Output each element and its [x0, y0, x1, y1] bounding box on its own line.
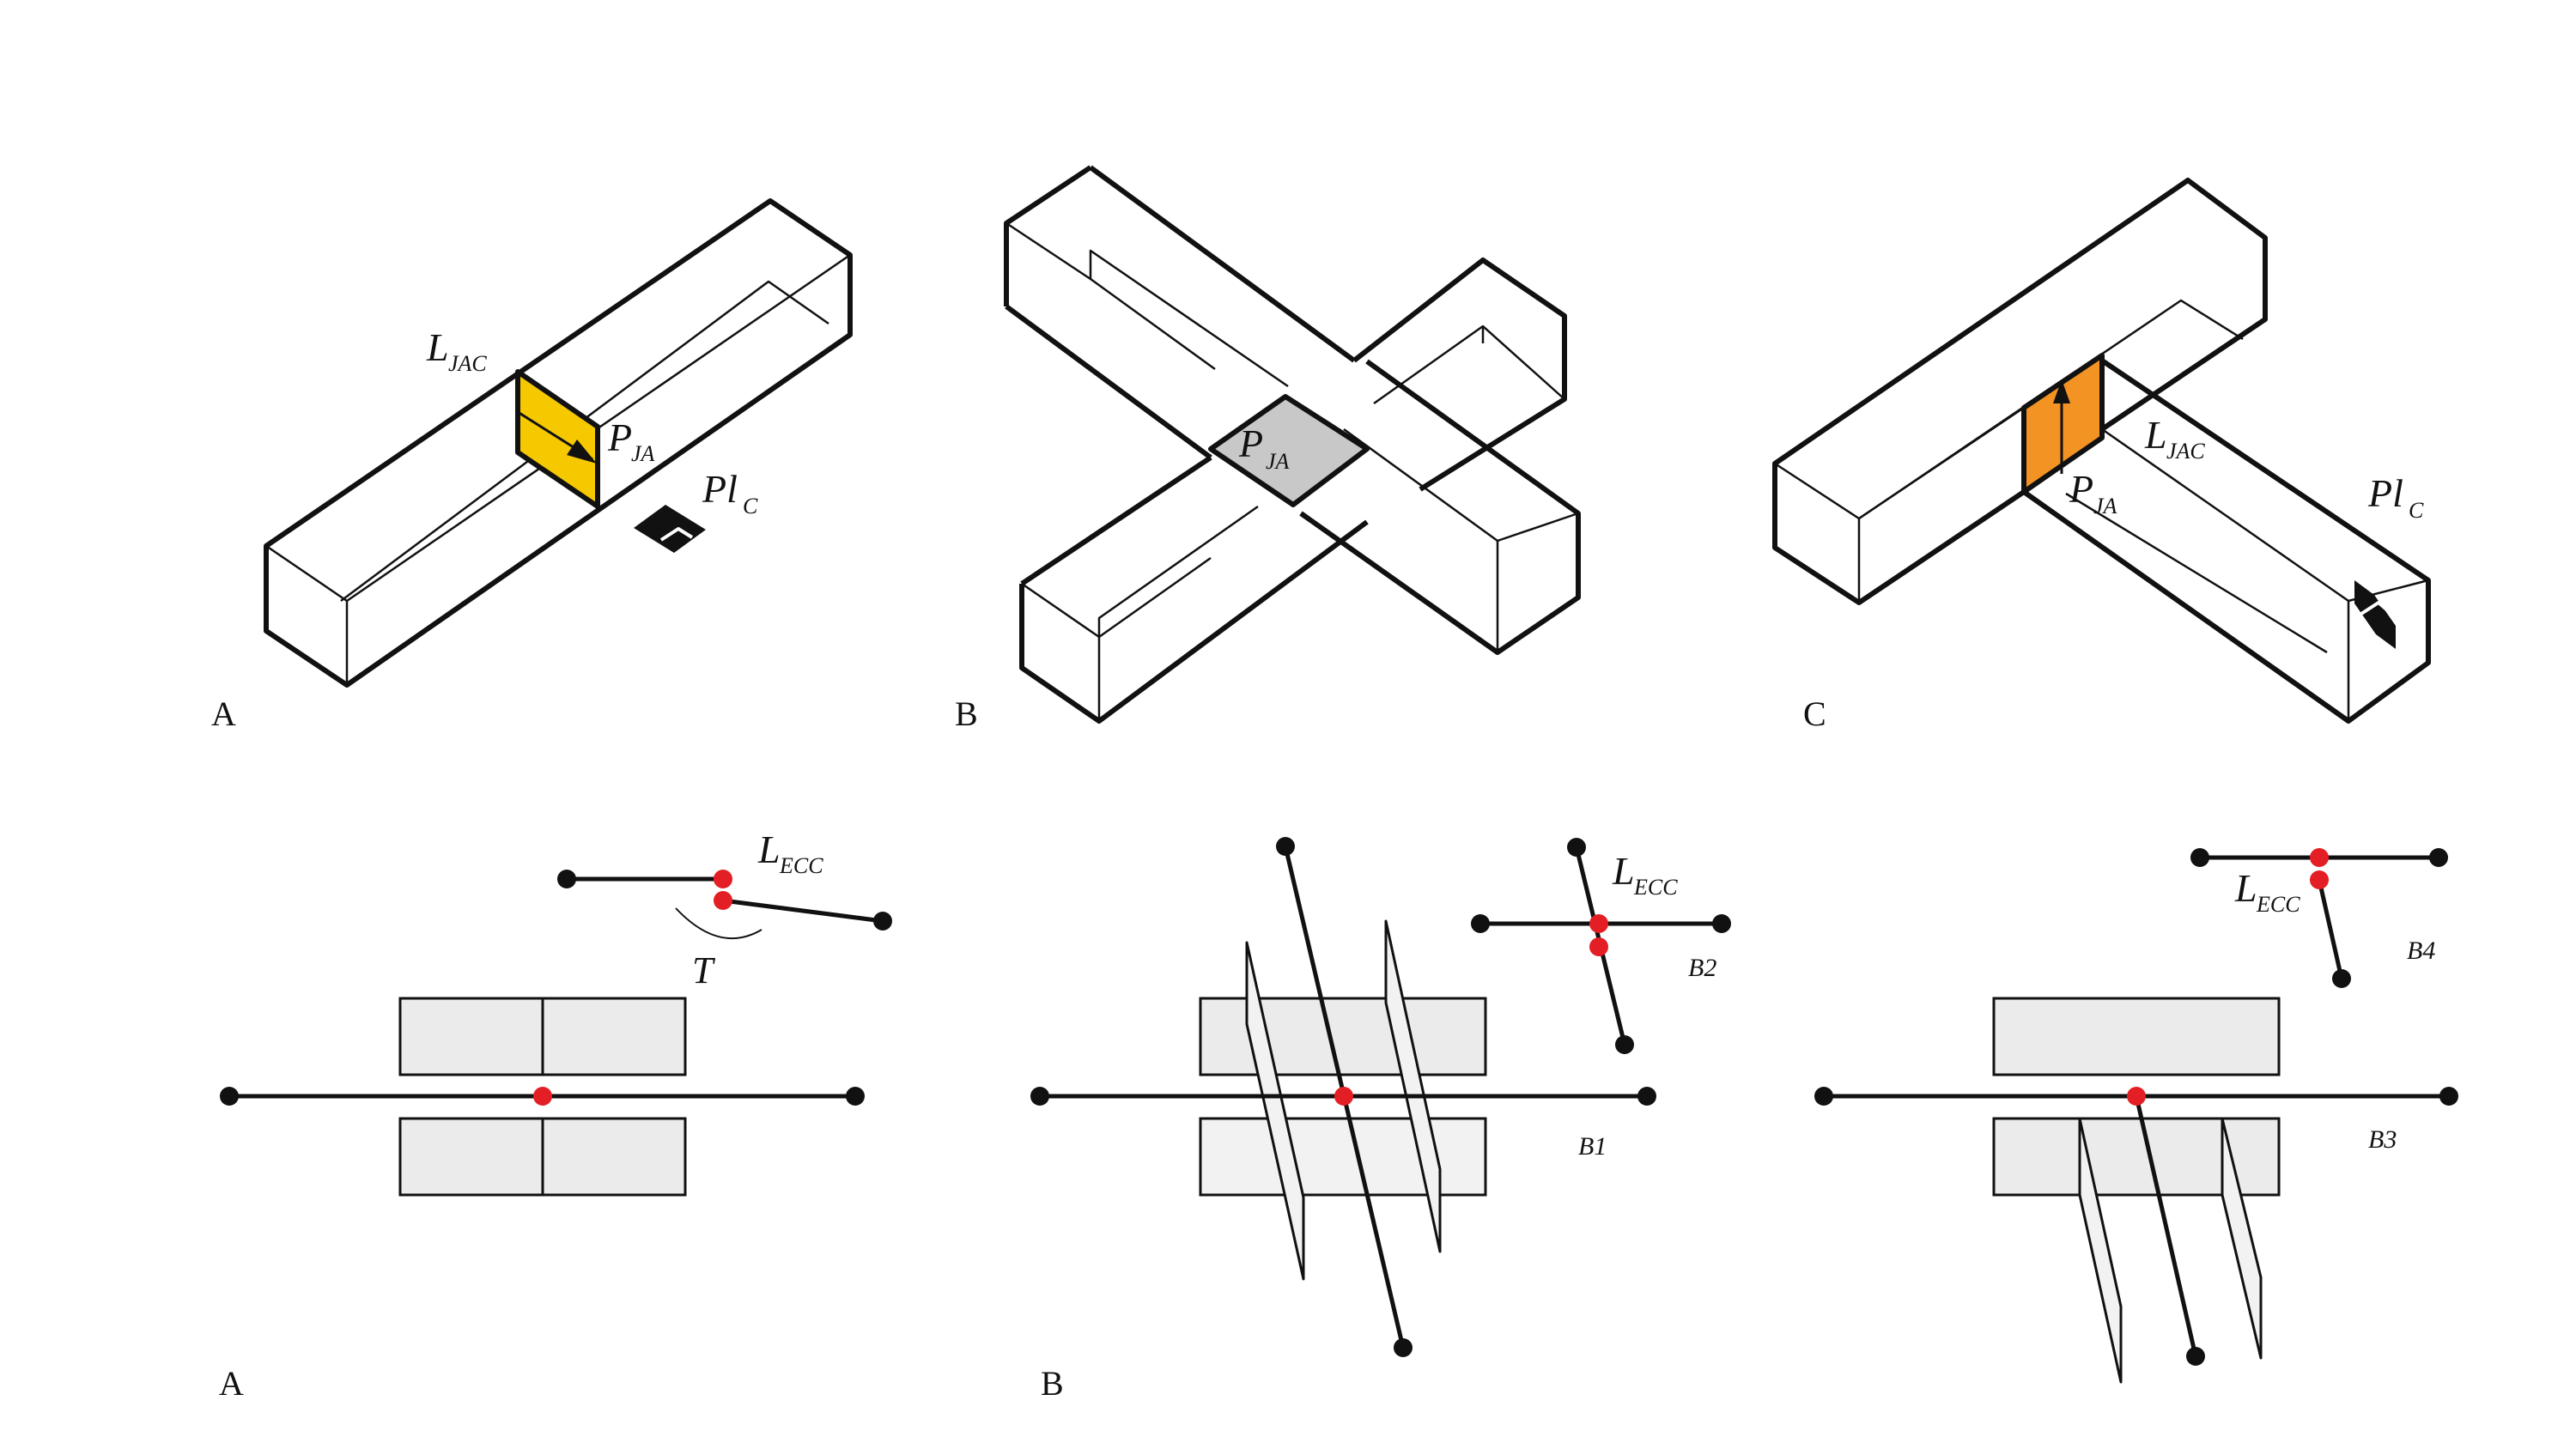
plane-icon-c — [2354, 580, 2396, 649]
axis-end-a-left — [220, 1087, 239, 1106]
label-l-ecc-a-sub: ECC — [779, 853, 823, 878]
ecc-diagonal-c-end — [2186, 1347, 2205, 1366]
b4-point-2 — [2310, 870, 2329, 889]
joint-point-a — [533, 1087, 552, 1106]
b4-end-right — [2429, 848, 2448, 867]
b4-point-1 — [2310, 848, 2329, 867]
joint-face-a — [515, 369, 600, 509]
joint-point-b — [1334, 1087, 1353, 1106]
beam-a-inner-lines — [265, 253, 851, 685]
top-panel-b-letter: B — [955, 694, 978, 733]
label-l-ecc-c: L — [2234, 866, 2257, 910]
b2-end-top — [1567, 838, 1586, 857]
top-panel-a-letter: A — [211, 694, 236, 733]
top-panel-c-letter: C — [1803, 694, 1826, 733]
ecc-point-a-2 — [714, 891, 732, 910]
label-pl-c-c-sub: C — [2409, 498, 2424, 523]
label-l-jac-a-sub: JAC — [448, 351, 487, 376]
ecc-diagonal-end-top — [1276, 837, 1295, 856]
b2-end-left — [1471, 914, 1490, 933]
axis-end-c-left — [1814, 1087, 1833, 1106]
ecc-point-a-1 — [714, 870, 732, 888]
label-p-ja-c-sub: JA — [2093, 494, 2117, 518]
beam-c-main-outline — [1772, 178, 2268, 605]
label-l-jac-c: L — [2144, 413, 2167, 457]
b2-point-1 — [1589, 914, 1608, 933]
label-b2: B2 — [1688, 954, 1716, 982]
b2-end-right — [1712, 914, 1731, 933]
cut-planes-c — [2078, 1117, 2263, 1384]
label-p-ja-b: P — [1238, 421, 1263, 465]
bottom-panel-c — [1814, 848, 2458, 1384]
plane-icon-a — [634, 505, 706, 553]
ecc-diagonal-c — [2134, 1095, 2198, 1357]
label-p-ja-a-sub: JA — [631, 441, 655, 466]
axis-end-b-right — [1637, 1087, 1656, 1106]
label-b1: B1 — [1578, 1132, 1607, 1161]
top-panel-c — [1772, 178, 2431, 724]
ecc-end-a-2 — [873, 912, 892, 931]
bottom-panel-a — [220, 870, 892, 1197]
label-l-ecc-a: L — [757, 828, 781, 871]
b2-end-bottom — [1615, 1035, 1634, 1054]
joint-point-c — [2127, 1087, 2146, 1106]
label-l-jac-c-sub: JAC — [2166, 439, 2205, 464]
beam-b-inner-lines — [1005, 221, 1579, 721]
label-l-ecc-b-sub: ECC — [1633, 875, 1678, 900]
blocks-a — [398, 997, 687, 1197]
top-panel-a — [264, 198, 853, 688]
axis-end-b-left — [1030, 1087, 1049, 1106]
bottom-panel-b — [1030, 837, 1731, 1357]
label-b3: B3 — [2368, 1125, 2397, 1154]
b2-point-2 — [1589, 937, 1608, 956]
bottom-panel-b-letter: B — [1041, 1364, 1064, 1403]
label-pl-c-c: Pl — [2367, 471, 2403, 515]
beam-c-branch-outline — [2022, 358, 2431, 724]
label-angle-t: T — [692, 949, 716, 991]
axis-end-a-right — [846, 1087, 865, 1106]
b4-diagonal — [2317, 879, 2344, 979]
b4-end-bottom — [2332, 969, 2351, 988]
label-p-ja-c: P — [2069, 467, 2093, 511]
b4-end-left — [2190, 848, 2209, 867]
cut-planes-b — [1245, 919, 1442, 1281]
beam-a-outline — [264, 198, 853, 688]
label-l-jac-a: L — [426, 325, 449, 369]
label-l-ecc-c-sub: ECC — [2256, 892, 2300, 917]
ecc-diagonal-end-bottom — [1394, 1338, 1413, 1357]
ecc-line-a-2 — [722, 898, 884, 924]
top-panel-b — [1004, 165, 1581, 724]
label-p-ja-a: P — [607, 415, 632, 459]
joint-face-b — [1208, 394, 1370, 507]
label-pl-c-a: Pl — [702, 467, 738, 511]
joint-vector-arrow-c — [2053, 379, 2070, 403]
label-l-ecc-b: L — [1612, 849, 1635, 893]
label-p-ja-b-sub: JA — [1266, 449, 1290, 474]
bottom-panel-a-letter: A — [219, 1364, 244, 1403]
joint-vector-arrow-a — [567, 440, 597, 464]
axis-end-c-right — [2439, 1087, 2458, 1106]
beam-b2-outline — [1019, 258, 1567, 724]
angle-arc-a — [675, 907, 762, 940]
label-pl-c-a-sub: C — [743, 494, 758, 518]
ecc-end-a-1 — [557, 870, 576, 888]
label-b4: B4 — [2407, 937, 2435, 965]
